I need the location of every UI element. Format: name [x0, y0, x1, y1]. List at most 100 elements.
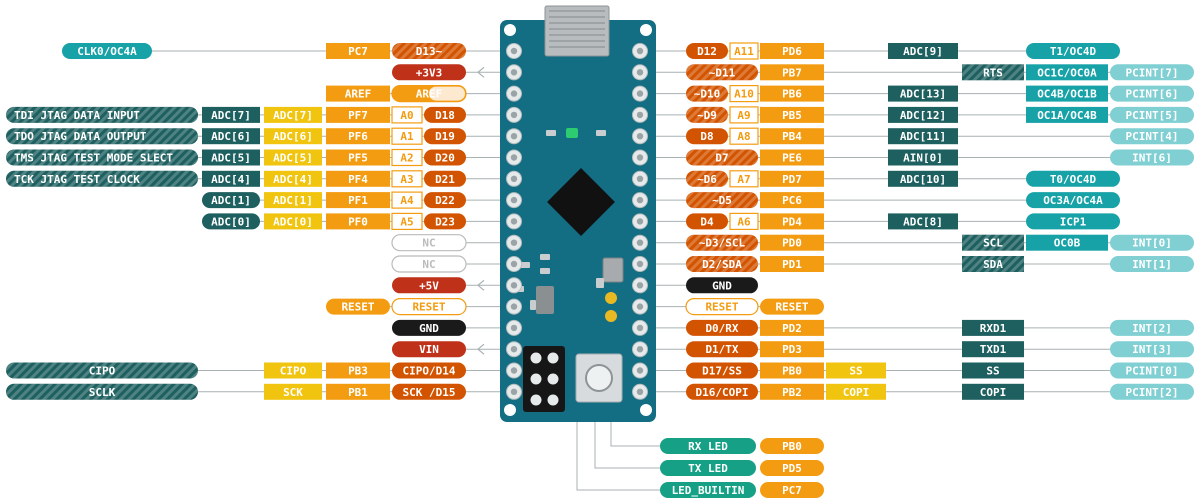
- pin-label-pf5: PF5: [326, 149, 390, 166]
- pin-label-text: RX LED: [688, 440, 728, 453]
- smd-component: [540, 254, 550, 260]
- pin-label-box: [760, 192, 824, 209]
- pin-label-pd6: PD6: [760, 43, 824, 59]
- reset-button[interactable]: [585, 364, 613, 392]
- pin-label-box: [202, 128, 260, 145]
- power-led: [566, 128, 578, 138]
- pin-label-text: PD6: [782, 45, 802, 58]
- smd-component: [540, 268, 550, 274]
- pin-hole: [510, 218, 518, 225]
- pin-label-a10: A10: [729, 84, 759, 103]
- pin-label-box: [392, 383, 466, 400]
- pin-label-box: [326, 85, 390, 102]
- pin-label-pcint-4: PCINT[4]: [1110, 128, 1194, 145]
- pin-label-tx-led: TX LED: [660, 460, 756, 476]
- pin-label-box: [686, 319, 758, 336]
- pin-label-box: [391, 255, 467, 273]
- hatch-overlay: [6, 149, 198, 166]
- pin-label-pf7: PF7: [326, 106, 390, 123]
- pin-label-text: INT[2]: [1132, 322, 1172, 335]
- icsp-pin[interactable]: [547, 394, 559, 406]
- pin-label-box: [424, 149, 466, 166]
- pin-label-box: [660, 460, 756, 476]
- pin-label-text: PB5: [782, 109, 802, 122]
- pin-label-box: [391, 298, 467, 316]
- pin-label-box: [686, 341, 758, 358]
- pin-label-pcint-0: PCINT[0]: [1110, 362, 1194, 379]
- pin-label-nc: NC: [391, 255, 467, 273]
- smd-component: [596, 278, 604, 288]
- pin-label-pc7: PC7: [760, 482, 824, 498]
- crystal: [602, 257, 624, 283]
- pin-label-box: [826, 362, 886, 379]
- direction-arrow: [477, 343, 485, 355]
- pin-hole: [636, 90, 644, 97]
- pin-label-text: PC7: [348, 45, 368, 58]
- pin-label-box: [760, 482, 824, 498]
- pin-label-oc4b-oc1b: OC4B/OC1B: [1026, 85, 1108, 102]
- pin-label-box: [760, 64, 824, 81]
- pin-label-ss: SS: [962, 362, 1024, 379]
- pin-label-d4: D4: [686, 213, 728, 230]
- pin-label-a11: A11: [729, 42, 759, 60]
- pin-label-text: ADC[4]: [211, 173, 251, 186]
- pin-label-box: [888, 213, 958, 230]
- pin-label-text: D2/SDA: [702, 258, 742, 271]
- pin-label-text: PD5: [782, 462, 802, 475]
- pin-label-pb6: PB6: [760, 85, 824, 102]
- smd-component: [520, 262, 530, 268]
- pin-label-adc-7: ADC[7]: [202, 106, 260, 123]
- pin-label-box: [391, 127, 423, 145]
- pin-label-text: A9: [737, 109, 750, 122]
- pin-hole: [636, 196, 644, 204]
- pin-label-text: GND: [712, 279, 732, 292]
- pin-label-a8: A8: [729, 127, 759, 145]
- pin-label-box: [1026, 85, 1108, 102]
- pin-hole: [510, 282, 518, 289]
- pin-label-box: [264, 128, 322, 145]
- pin-label-oc3a-oc4a: OC3A/OC4A: [1026, 192, 1120, 209]
- hatch-overlay: [686, 170, 728, 187]
- pin-label-text: A11: [734, 45, 754, 58]
- pin-hole: [510, 175, 518, 182]
- half-overlay: [429, 86, 465, 101]
- mount-hole-top-right: [640, 24, 652, 36]
- pin-label-box: [1110, 106, 1194, 123]
- pin-label-text: A0: [400, 109, 413, 122]
- pin-label-box: [202, 213, 260, 230]
- pin-label-text: AREF: [416, 88, 443, 101]
- pin-label-box: [660, 438, 756, 454]
- regulator: [536, 286, 554, 314]
- pin-label-box: [760, 213, 824, 230]
- icsp-pin[interactable]: [530, 352, 542, 364]
- pin-label-text: RESET: [775, 301, 808, 314]
- pin-label-text: ADC[12]: [900, 109, 946, 122]
- pin-label-d1-tx: D1/TX: [686, 341, 758, 358]
- pin-label-box: [1026, 234, 1108, 251]
- pin-label-box: [660, 482, 756, 498]
- pin-label-adc-12: ADC[12]: [888, 106, 958, 123]
- pin-label-a7: A7: [729, 170, 759, 188]
- pin-label-d9: ~D9: [686, 106, 728, 123]
- icsp-pin[interactable]: [547, 373, 559, 385]
- pin-label-pf0: PF0: [326, 213, 390, 230]
- pin-label-adc-6: ADC[6]: [202, 128, 260, 145]
- pin-label-text: SS: [986, 365, 999, 378]
- pin-label-d2-sda: D2/SDA: [686, 256, 758, 272]
- pin-label-adc-11: ADC[11]: [888, 128, 958, 145]
- pin-hole: [636, 239, 644, 246]
- pin-label-text: ADC[6]: [273, 130, 313, 143]
- pin-label-box: [729, 106, 759, 124]
- pin-label-box: [326, 106, 390, 123]
- pin-hole: [636, 111, 644, 119]
- icsp-pin[interactable]: [547, 352, 559, 364]
- pin-label-box: [686, 383, 758, 400]
- pin-label-box: [729, 42, 759, 60]
- pin-hole: [510, 324, 518, 332]
- icsp-pin[interactable]: [530, 373, 542, 385]
- pin-label-text: A10: [734, 88, 754, 101]
- pin-label-pb7: PB7: [760, 64, 824, 81]
- icsp-pin[interactable]: [530, 394, 542, 406]
- pin-label-text: PC6: [782, 194, 802, 207]
- pin-label-text: PB2: [782, 386, 802, 399]
